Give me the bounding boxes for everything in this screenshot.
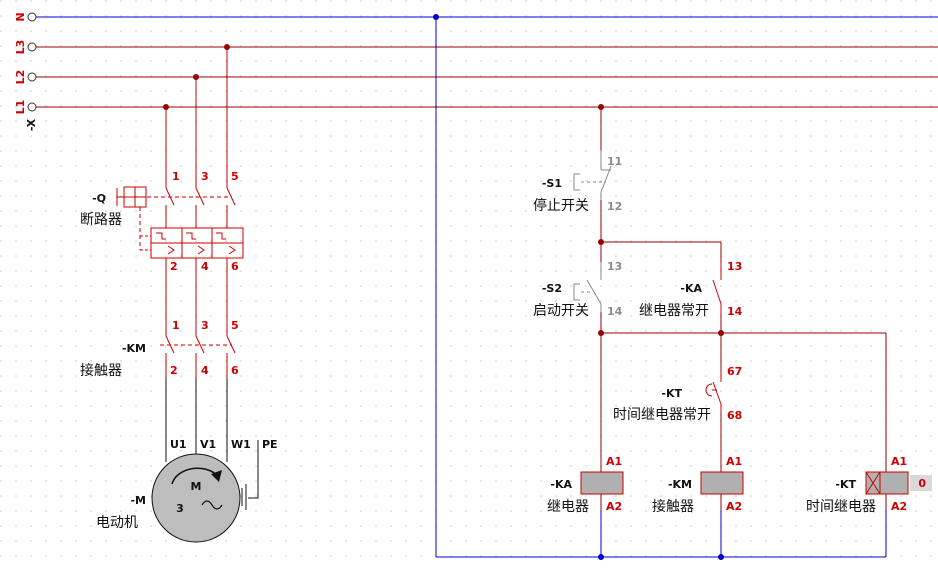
junction-return-km <box>718 554 724 560</box>
motor-terminal-pe: PE <box>262 438 278 451</box>
motor-symbol[interactable] <box>151 453 241 543</box>
junction-start-out <box>598 330 604 336</box>
junction-l2 <box>193 74 199 80</box>
kt-timed-contact-symbol[interactable] <box>705 372 722 412</box>
breaker-pin-2: 2 <box>170 260 178 273</box>
motor-name: 电动机 <box>96 515 138 531</box>
stop-switch-symbol[interactable] <box>573 150 612 200</box>
main-circuit <box>116 47 244 378</box>
km-coil-pin-top: A1 <box>726 455 742 468</box>
kt-coil-name: 时间继电器 <box>806 499 876 515</box>
neutral-return-wire[interactable] <box>435 17 887 558</box>
kt-contact-tag: -KT <box>661 387 682 400</box>
contactor-pin-1: 1 <box>172 319 180 332</box>
breaker-pin-1: 1 <box>172 170 180 183</box>
motor-terminal-w1: W1 <box>231 438 251 451</box>
motor-feed-wires[interactable] <box>165 378 259 510</box>
motor-letter: M <box>191 480 202 493</box>
kt-coil-counter: 0 <box>918 477 926 490</box>
power-buses: N L3 L2 L1 -X <box>14 12 938 131</box>
junction-l3 <box>224 44 230 50</box>
breaker-tag: -Q <box>92 192 106 205</box>
km-coil-name: 接触器 <box>652 498 694 515</box>
ka-coil-symbol[interactable] <box>580 471 624 495</box>
motor-terminal-u1: U1 <box>170 438 187 451</box>
start-switch-tag: -S2 <box>542 282 562 295</box>
stop-switch-name: 停止开关 <box>533 197 589 214</box>
kt-contact-name: 时间继电器常开 <box>613 407 711 423</box>
terminal-l1[interactable] <box>27 102 37 112</box>
kt-contact-pin-bottom: 68 <box>727 409 742 422</box>
bus-l3-label: L3 <box>14 40 27 55</box>
breaker-pin-3: 3 <box>201 170 209 183</box>
ka-contact-pin-bottom: 14 <box>727 305 743 318</box>
junction-hold-out <box>718 330 724 336</box>
ka-contact-name: 继电器常开 <box>639 303 709 319</box>
junction-return-ka <box>598 554 604 560</box>
bus-l1-label: L1 <box>14 100 27 115</box>
kt-coil-tag: -KT <box>835 478 856 491</box>
breaker-pin-6: 6 <box>231 260 239 273</box>
kt-contact-pin-top: 67 <box>727 365 742 378</box>
breaker-trip-unit[interactable] <box>140 227 244 259</box>
start-switch-symbol[interactable] <box>573 262 602 312</box>
ka-contact-tag: -KA <box>680 282 702 295</box>
breaker-handle-icon[interactable] <box>116 186 147 250</box>
junction-stop-out <box>598 239 604 245</box>
contactor-pin-4: 4 <box>201 364 209 377</box>
stop-switch-pin-bottom: 12 <box>607 200 622 213</box>
junction-l1 <box>163 104 169 110</box>
contactor-name: 接触器 <box>80 362 122 379</box>
breaker-pin-5: 5 <box>231 170 239 183</box>
ka-coil-pin-bottom: A2 <box>606 500 622 513</box>
start-switch-pin-top: 13 <box>607 260 622 273</box>
ka-coil-pin-top: A1 <box>606 455 622 468</box>
terminal-l3[interactable] <box>27 42 37 52</box>
ka-holding-contact-symbol[interactable] <box>712 262 722 312</box>
contactor-pin-6: 6 <box>231 364 239 377</box>
motor-terminal-v1: V1 <box>200 438 216 451</box>
motor-phase: 3 <box>176 502 184 515</box>
kt-coil-pin-bottom: A2 <box>891 500 907 513</box>
bus-l2-label: L2 <box>14 70 27 85</box>
motor-tag: -M <box>130 494 146 507</box>
contactor-pin-5: 5 <box>231 319 239 332</box>
contactor-pin-2: 2 <box>170 364 178 377</box>
ka-contact-pin-top: 13 <box>727 260 742 273</box>
stop-switch-pin-top: 11 <box>607 155 622 168</box>
km-coil-pin-bottom: A2 <box>726 500 742 513</box>
start-switch-name: 启动开关 <box>533 303 589 319</box>
kt-coil-pin-top: A1 <box>891 455 907 468</box>
ka-coil-tag: -KA <box>550 478 572 491</box>
ka-coil-name: 继电器 <box>547 499 589 515</box>
contactor-pin-3: 3 <box>201 319 209 332</box>
terminal-n[interactable] <box>27 12 37 22</box>
breaker-contacts[interactable] <box>140 172 236 228</box>
km-coil-symbol[interactable] <box>700 471 744 495</box>
terminal-strip-tag: -X <box>25 118 38 131</box>
breaker-name: 断路器 <box>80 212 122 228</box>
contactor-tag: -KM <box>122 342 146 355</box>
terminal-l2[interactable] <box>27 72 37 82</box>
kt-coil-symbol[interactable] <box>865 471 932 495</box>
junction-control-l1 <box>598 104 604 110</box>
stop-switch-tag: -S1 <box>542 177 562 190</box>
breaker-pin-4: 4 <box>201 260 209 273</box>
km-coil-tag: -KM <box>668 478 692 491</box>
bus-n-label: N <box>14 12 27 21</box>
contactor-main-contacts[interactable] <box>160 318 236 378</box>
start-switch-pin-bottom: 14 <box>607 305 623 318</box>
control-wiring[interactable] <box>600 107 887 510</box>
